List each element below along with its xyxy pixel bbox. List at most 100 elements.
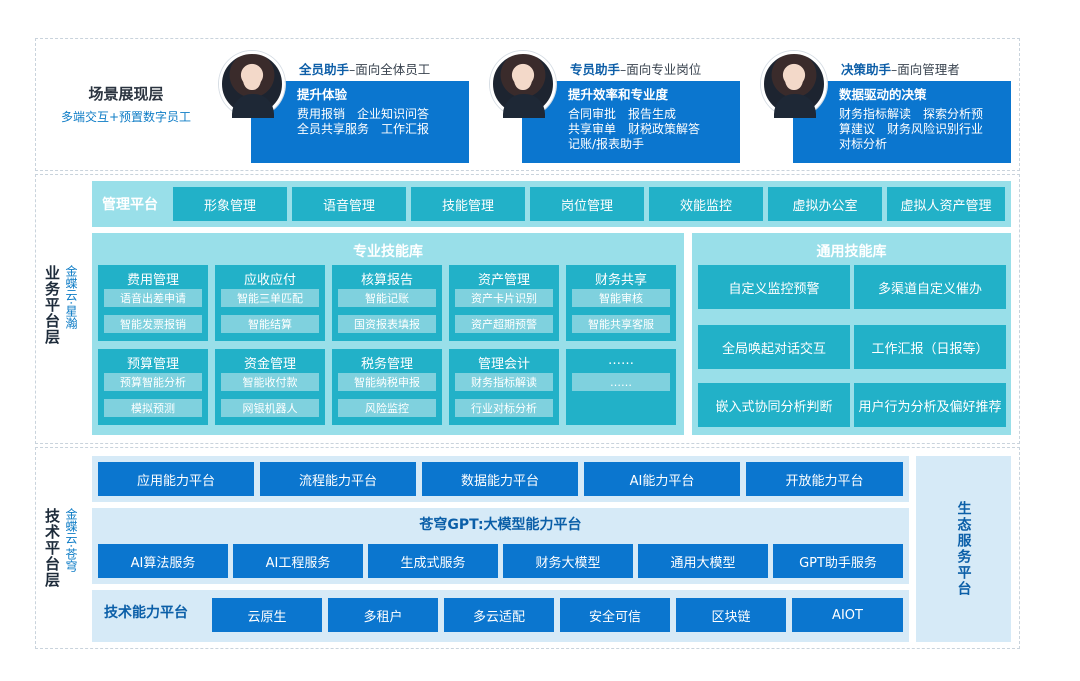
skill-sub: 智能记账: [338, 289, 436, 307]
skill-title: 资金管理: [243, 357, 296, 372]
skill-card-more: …… ……: [566, 349, 676, 425]
gpt-service: 生成式服务: [368, 544, 498, 578]
tech-capability-platform: 技术能力平台 云原生 多租户 多云适配 安全可信 区块链 AIOT: [92, 590, 909, 642]
mgmt-item: 虚拟人资产管理: [887, 187, 1005, 221]
skill-card: 应收应付 智能三单匹配 智能结算: [215, 265, 325, 341]
avatar: [490, 51, 556, 118]
skill-sub: 资产卡片识别: [455, 289, 553, 307]
assistant-line: 合同审批 报告生成: [568, 107, 677, 121]
business-layer-label: 业务平台层 金蝶云·星瀚: [42, 265, 80, 345]
eco-service-platform-title: 生态服务平台: [955, 501, 972, 597]
mgmt-item: 技能管理: [411, 187, 525, 221]
general-skill: 工作汇报（日报等）: [854, 325, 1006, 369]
assistant-line: 对标分析: [839, 137, 888, 151]
skill-card: 资金管理 智能收付款 网银机器人: [215, 349, 325, 425]
tech-capability: 区块链: [676, 598, 786, 632]
assistant-box-head: 提升效率和专业度: [568, 87, 669, 102]
professional-skill-library: 专业技能库 费用管理 语音出差申请 智能发票报销 应收应付 智能三单匹配 智能结…: [92, 233, 684, 435]
skill-card: 核算报告 智能记账 国资报表填报: [332, 265, 442, 341]
tech-capability: AIOT: [792, 598, 903, 632]
skill-sub: 财务指标解读: [455, 373, 553, 391]
capability-platforms-row: 应用能力平台 流程能力平台 数据能力平台 AI能力平台 开放能力平台: [92, 456, 909, 502]
capability-platform: 数据能力平台: [422, 462, 578, 496]
professional-skill-library-title: 专业技能库: [353, 244, 423, 260]
skill-card: 预算管理 预算智能分析 模拟预测: [98, 349, 208, 425]
assistant-decision: 决策助手–面向管理者 数据驱动的决策 财务指标解读 探索分析预 算建议 财务风险…: [761, 51, 1019, 169]
tech-layer-subtitle: 金蝶云·苍穹: [64, 508, 78, 572]
skill-sub: 智能三单匹配: [221, 289, 319, 307]
assistant-box: 数据驱动的决策 财务指标解读 探索分析预 算建议 财务风险识别行业 对标分析: [793, 81, 1011, 163]
skill-sub: 语音出差申请: [104, 289, 202, 307]
mgmt-item: 语音管理: [292, 187, 406, 221]
tech-capability-platform-title: 技术能力平台: [104, 605, 188, 621]
skill-title: 费用管理: [126, 273, 179, 288]
business-layer-title: 业务平台层: [43, 265, 61, 345]
tech-capability: 云原生: [212, 598, 322, 632]
skill-card: 资产管理 资产卡片识别 资产超期预警: [449, 265, 559, 341]
gpt-service: 通用大模型: [638, 544, 768, 578]
tech-capability: 多租户: [328, 598, 438, 632]
general-skill: 全局唤起对话交互: [698, 325, 850, 369]
skill-sub: 国资报表填报: [338, 315, 436, 333]
business-layer-subtitle: 金蝶云·星瀚: [64, 265, 78, 329]
assistant-box: 提升体验 费用报销 企业知识问答 全员共享服务 工作汇报: [251, 81, 469, 163]
scene-layer-subtitle: 多端交互+预置数字员工: [60, 110, 192, 124]
assistant-box-head: 提升体验: [297, 87, 348, 102]
skill-title: 税务管理: [360, 357, 413, 372]
skill-title: 预算管理: [126, 357, 179, 372]
gpt-service: AI算法服务: [98, 544, 228, 578]
general-skill: 自定义监控预警: [698, 265, 850, 309]
assistant-name: 全员助手: [299, 62, 350, 77]
assistant-line: 财务指标解读 探索分析预: [839, 107, 984, 121]
assistant-desc: –面向专业岗位: [620, 62, 702, 77]
avatar: [761, 51, 827, 118]
mgmt-item: 岗位管理: [530, 187, 644, 221]
general-skill: 嵌入式协同分析判断: [698, 383, 850, 427]
assistant-line: 共享审单 财税政策解答: [568, 122, 701, 136]
general-skill: 用户行为分析及偏好推荐: [854, 383, 1006, 427]
mgmt-item: 虚拟办公室: [768, 187, 882, 221]
skill-title: 财务共享: [594, 273, 647, 288]
business-layer: 业务平台层 金蝶云·星瀚 管理平台 形象管理 语音管理 技能管理 岗位管理 效能…: [35, 174, 1020, 444]
mgmt-item: 形象管理: [173, 187, 287, 221]
capability-platform: 开放能力平台: [746, 462, 903, 496]
scene-layer-title: 场景展现层: [88, 85, 164, 103]
skill-sub: 资产超期预警: [455, 315, 553, 333]
assistant-desc: –面向管理者: [891, 62, 960, 77]
gpt-service: 财务大模型: [503, 544, 633, 578]
skill-sub: 模拟预测: [104, 399, 202, 417]
scene-layer-label: 场景展现层 多端交互+预置数字员工: [46, 83, 206, 125]
skill-title: 资产管理: [477, 273, 530, 288]
capability-platform: 应用能力平台: [98, 462, 254, 496]
gpt-platform-title: 苍穹GPT:大模型能力平台: [419, 517, 582, 533]
tech-capability: 多云适配: [444, 598, 554, 632]
skill-sub: 智能收付款: [221, 373, 319, 391]
skill-title: 应收应付: [243, 273, 296, 288]
gpt-service: AI工程服务: [233, 544, 363, 578]
assistant-name: 专员助手: [570, 62, 621, 77]
assistant-line: 记账/报表助手: [568, 137, 645, 151]
capability-platform: AI能力平台: [584, 462, 740, 496]
assistant-specialist: 专员助手–面向专业岗位 提升效率和专业度 合同审批 报告生成 共享审单 财税政策…: [490, 51, 748, 169]
skill-sub: 网银机器人: [221, 399, 319, 417]
gpt-platform: 苍穹GPT:大模型能力平台 AI算法服务 AI工程服务 生成式服务 财务大模型 …: [92, 508, 909, 584]
tech-layer-label: 技术平台层 金蝶云·苍穹: [42, 508, 80, 588]
skill-sub: ……: [572, 373, 670, 391]
assistant-line: 费用报销 企业知识问答: [297, 107, 430, 121]
skill-card: 管理会计 财务指标解读 行业对标分析: [449, 349, 559, 425]
management-platform: 管理平台 形象管理 语音管理 技能管理 岗位管理 效能监控 虚拟办公室 虚拟人资…: [92, 181, 1011, 227]
mgmt-item: 效能监控: [649, 187, 763, 221]
skill-title: ……: [608, 353, 634, 368]
assistant-line: 算建议 财务风险识别行业: [839, 122, 984, 136]
assistant-box: 提升效率和专业度 合同审批 报告生成 共享审单 财税政策解答 记账/报表助手: [522, 81, 740, 163]
general-skill-library-title: 通用技能库: [816, 244, 887, 260]
tech-capability: 安全可信: [560, 598, 670, 632]
tech-layer: 技术平台层 金蝶云·苍穹 应用能力平台 流程能力平台 数据能力平台 AI能力平台…: [35, 447, 1020, 649]
eco-service-platform: 生态服务平台: [916, 456, 1011, 642]
skill-sub: 智能审核: [572, 289, 670, 307]
skill-title: 核算报告: [360, 273, 413, 288]
assistant-desc: –面向全体员工: [349, 62, 431, 77]
management-platform-title: 管理平台: [102, 197, 158, 213]
skill-card: 税务管理 智能纳税申报 风险监控: [332, 349, 442, 425]
scene-layer: 场景展现层 多端交互+预置数字员工 全员助手–面向全体员工 提升体验 费用报销 …: [35, 38, 1020, 171]
